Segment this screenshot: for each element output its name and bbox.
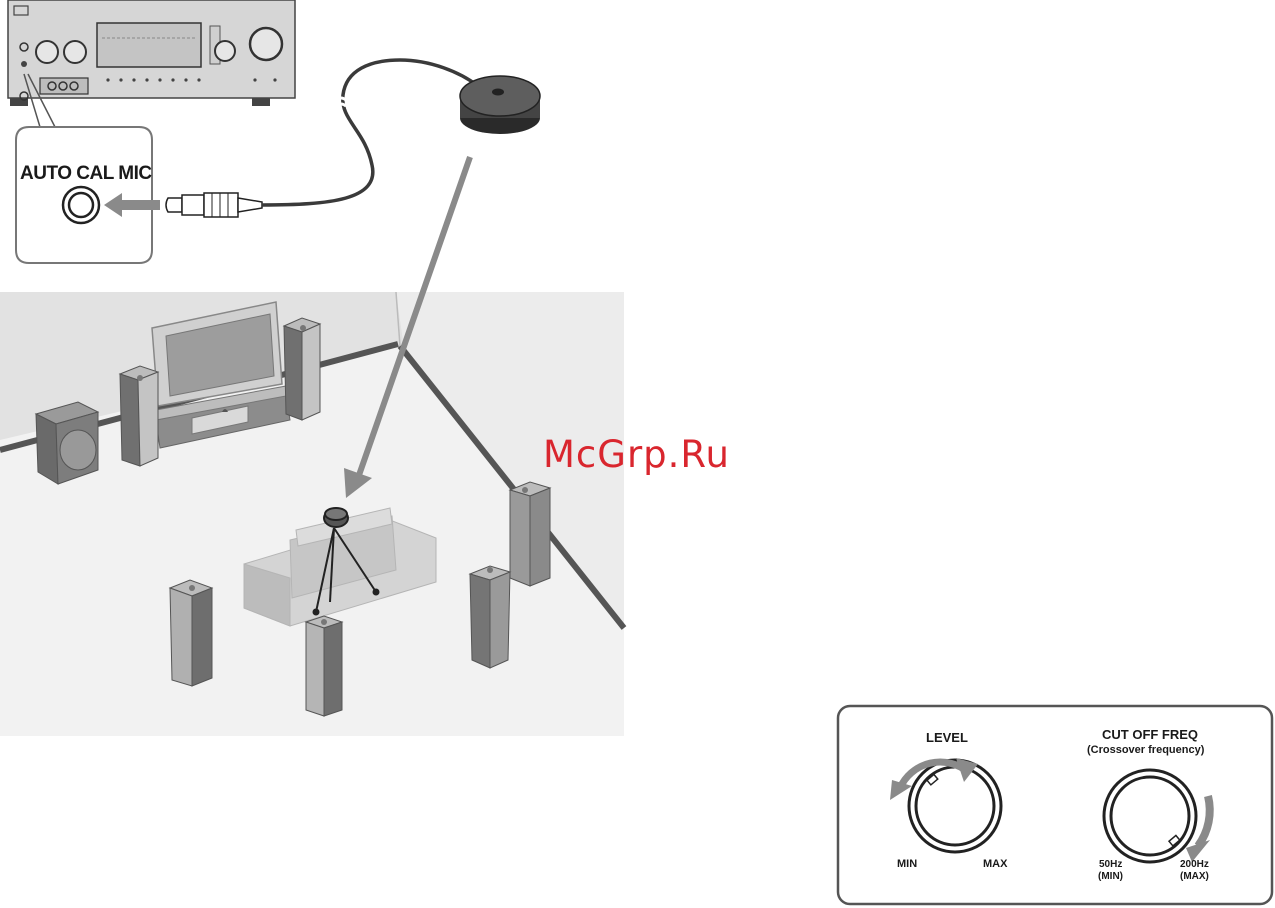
level-max-label: MAX: [983, 858, 1007, 870]
crossover-max-value: 200Hz: [1180, 859, 1209, 870]
crossover-max-note: (MAX): [1180, 871, 1209, 882]
speaker-front-right: [284, 318, 320, 420]
subwoofer: [36, 402, 98, 484]
crossover-label: CUT OFF FREQ: [1102, 727, 1198, 742]
mic-jack: [63, 187, 99, 223]
auto-cal-mic-label: AUTO CAL MIC: [20, 163, 152, 185]
mic-plug: [166, 193, 262, 217]
speaker-center-back: [306, 616, 342, 716]
calibration-mic: [460, 76, 540, 134]
crossover-min-note: (MIN): [1098, 871, 1123, 882]
speaker-front-left: [120, 366, 158, 466]
watermark: McGrp.Ru: [543, 433, 730, 476]
av-receiver: [8, 0, 295, 106]
speaker-surround-right: [470, 566, 510, 668]
level-label: LEVEL: [926, 730, 968, 745]
crossover-min-value: 50Hz: [1099, 859, 1122, 870]
level-min-label: MIN: [897, 858, 917, 870]
crossover-sublabel: (Crossover frequency): [1087, 744, 1204, 756]
crossover-knob[interactable]: [1104, 770, 1196, 862]
speaker-surround-back-right: [510, 482, 550, 586]
speaker-surround-left: [170, 580, 212, 686]
level-knob[interactable]: [909, 760, 1001, 852]
